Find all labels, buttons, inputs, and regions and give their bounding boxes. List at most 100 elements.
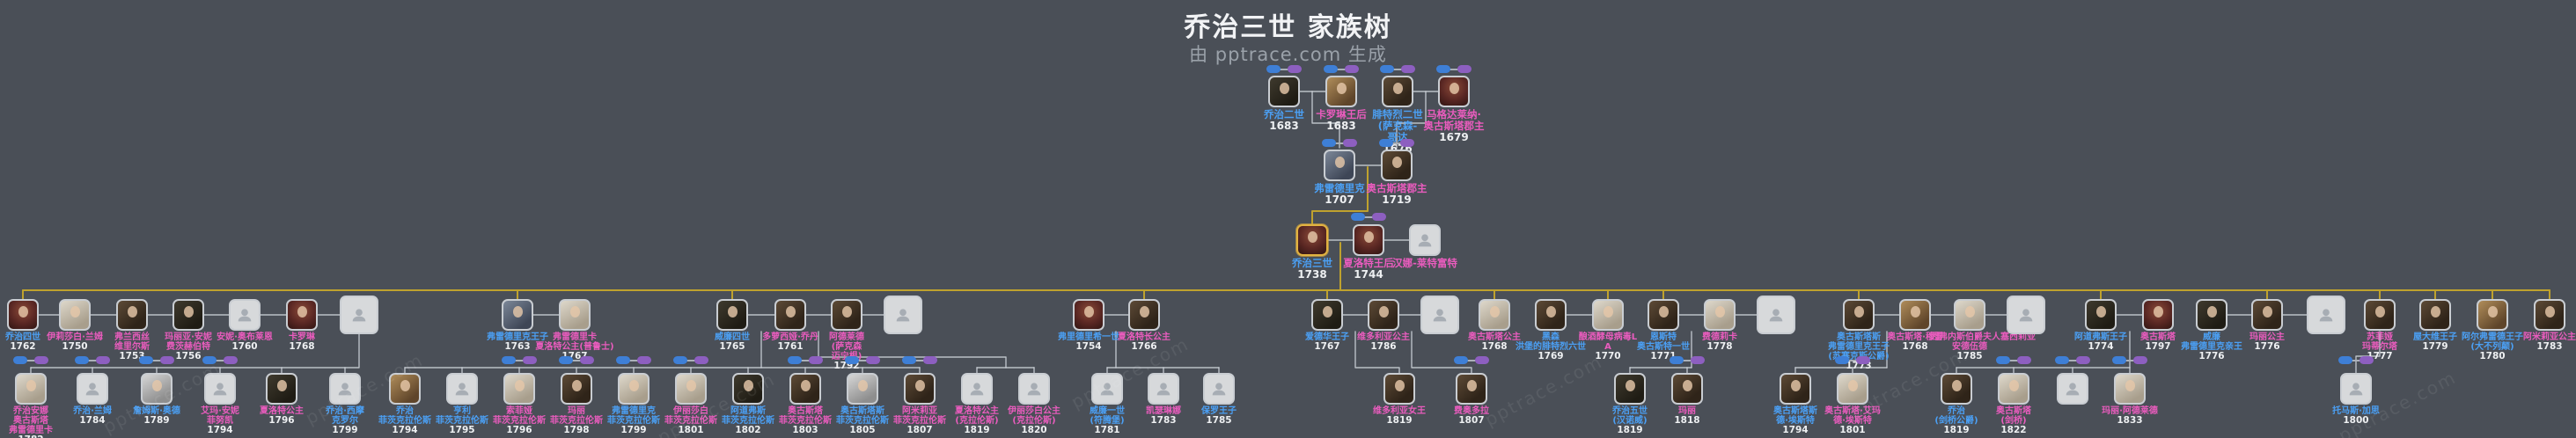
male-link-pill-icon[interactable]: [1436, 65, 1450, 73]
couple-link-pills[interactable]: [2112, 356, 2147, 364]
portrait-image[interactable]: [1073, 299, 1105, 331]
person-node[interactable]: [1736, 296, 1816, 334]
female-link-pill-icon[interactable]: [1691, 356, 1705, 364]
portrait-placeholder[interactable]: [1148, 373, 1179, 405]
portrait-image[interactable]: [716, 299, 748, 331]
female-link-pill-icon[interactable]: [2359, 356, 2374, 364]
couple-link-pills[interactable]: [1351, 213, 1386, 221]
male-link-pill-icon[interactable]: [2338, 356, 2352, 364]
portrait-image[interactable]: [1614, 373, 1646, 405]
person-node[interactable]: [2286, 296, 2366, 334]
female-link-pill-icon[interactable]: [1475, 356, 1489, 364]
portrait-image[interactable]: [2477, 299, 2508, 331]
portrait-image[interactable]: [1592, 299, 1624, 331]
male-link-pill-icon[interactable]: [845, 356, 859, 364]
female-link-pill-icon[interactable]: [96, 356, 110, 364]
male-link-pill-icon[interactable]: [13, 356, 27, 364]
male-link-pill-icon[interactable]: [1324, 65, 1338, 73]
female-link-pill-icon[interactable]: [1343, 139, 1357, 147]
couple-link-pills[interactable]: [139, 356, 174, 364]
portrait-image[interactable]: [559, 299, 591, 331]
portrait-image[interactable]: [286, 299, 318, 331]
portrait-image[interactable]: [1843, 299, 1875, 331]
couple-link-pills[interactable]: [1324, 65, 1359, 73]
male-link-pill-icon[interactable]: [1670, 356, 1684, 364]
portrait-placeholder[interactable]: [1420, 296, 1459, 334]
male-link-pill-icon[interactable]: [902, 356, 916, 364]
female-link-pill-icon[interactable]: [923, 356, 937, 364]
male-link-pill-icon[interactable]: [1454, 356, 1468, 364]
couple-link-pills[interactable]: [616, 356, 651, 364]
portrait-image[interactable]: [1383, 373, 1415, 405]
portrait-placeholder[interactable]: [77, 373, 108, 405]
portrait-placeholder[interactable]: [2057, 373, 2088, 405]
person-node[interactable]: [863, 296, 943, 334]
female-link-pill-icon[interactable]: [34, 356, 48, 364]
portrait-image[interactable]: [1324, 150, 1355, 181]
couple-link-pills[interactable]: [788, 356, 823, 364]
female-link-pill-icon[interactable]: [2017, 356, 2031, 364]
couple-link-pills[interactable]: [202, 356, 238, 364]
portrait-image[interactable]: [732, 373, 764, 405]
female-link-pill-icon[interactable]: [1856, 356, 1870, 364]
portrait-image[interactable]: [2085, 299, 2117, 331]
portrait-image[interactable]: [2419, 299, 2451, 331]
portrait-image[interactable]: [1456, 373, 1487, 405]
male-link-pill-icon[interactable]: [1322, 139, 1336, 147]
male-link-pill-icon[interactable]: [1835, 356, 1849, 364]
portrait-image[interactable]: [2196, 299, 2227, 331]
couple-link-pills[interactable]: [1379, 139, 1414, 147]
female-link-pill-icon[interactable]: [160, 356, 174, 364]
person-node[interactable]: 阿尔弗雷德王子(大不列颠)1780: [2453, 299, 2532, 361]
male-link-pill-icon[interactable]: [673, 356, 687, 364]
person-node[interactable]: 乔治五世(汉诺威)1819: [1590, 373, 1670, 435]
portrait-highlighted[interactable]: [1296, 224, 1328, 256]
male-link-pill-icon[interactable]: [1266, 65, 1281, 73]
female-link-pill-icon[interactable]: [1400, 139, 1414, 147]
person-node[interactable]: 威廉一世(符腾堡)1781: [1068, 373, 1147, 435]
portrait-image[interactable]: [1671, 373, 1703, 405]
person-node[interactable]: 弗雷德里卡夏洛特公主(普鲁士)1767: [535, 299, 614, 361]
portrait-image[interactable]: [116, 299, 148, 331]
portrait-image[interactable]: [503, 373, 535, 405]
portrait-image[interactable]: [266, 373, 297, 405]
portrait-image[interactable]: [1998, 373, 2029, 405]
male-link-pill-icon[interactable]: [202, 356, 217, 364]
portrait-placeholder[interactable]: [340, 296, 378, 334]
portrait-image[interactable]: [1780, 373, 1811, 405]
male-link-pill-icon[interactable]: [2112, 356, 2126, 364]
male-link-pill-icon[interactable]: [616, 356, 630, 364]
portrait-image[interactable]: [389, 373, 421, 405]
couple-link-pills[interactable]: [845, 356, 880, 364]
portrait-image[interactable]: [15, 373, 47, 405]
female-link-pill-icon[interactable]: [2076, 356, 2090, 364]
female-link-pill-icon[interactable]: [1372, 213, 1386, 221]
couple-link-pills[interactable]: [2338, 356, 2374, 364]
male-link-pill-icon[interactable]: [139, 356, 153, 364]
male-link-pill-icon[interactable]: [1351, 213, 1365, 221]
portrait-placeholder[interactable]: [1091, 373, 1123, 405]
portrait-image[interactable]: [1954, 299, 1985, 331]
female-link-pill-icon[interactable]: [1345, 65, 1359, 73]
